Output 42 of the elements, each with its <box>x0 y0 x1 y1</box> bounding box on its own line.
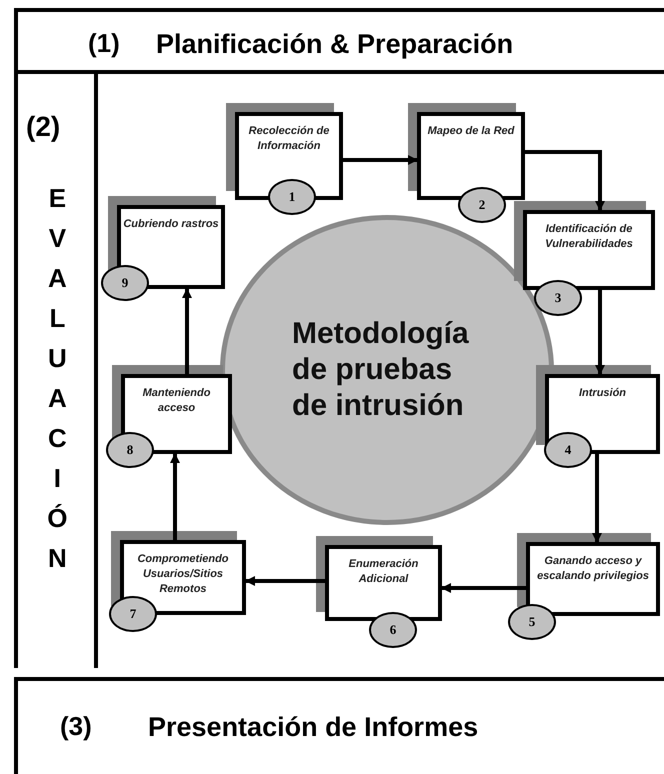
arrow <box>441 583 526 593</box>
step-label: Manteniendo acceso <box>142 386 212 416</box>
arrow <box>595 290 605 375</box>
step-number: 7 <box>130 605 136 624</box>
section-number: (2) <box>26 110 60 144</box>
step-number: 3 <box>554 289 562 308</box>
step-number-badge <box>101 265 149 301</box>
step-number: 9 <box>122 274 128 292</box>
arrow <box>592 454 602 543</box>
step-number-badge <box>109 596 157 632</box>
step-number: 4 <box>564 441 572 460</box>
step-number: 8 <box>126 441 134 460</box>
step-label: Cubriendo rastros <box>123 217 219 232</box>
step-number: 1 <box>288 188 296 206</box>
step-label: Ganando acceso y escalando privilegios <box>536 554 650 584</box>
step-number-badge <box>508 604 556 640</box>
step-number-badge <box>544 432 592 468</box>
step-number: 5 <box>528 613 536 632</box>
step-number-badge <box>369 612 417 648</box>
step-number: 2 <box>478 196 486 214</box>
section-band <box>14 72 98 668</box>
section-number: (1) <box>88 27 120 60</box>
arrow <box>170 453 180 540</box>
step-number-badge <box>106 432 154 468</box>
arrow <box>343 155 418 165</box>
step-label: Mapeo de la Red <box>428 124 514 139</box>
section-number: (3) <box>60 710 92 743</box>
arrow <box>245 576 325 586</box>
section-title: Presentación de Informes <box>148 711 478 744</box>
step-label: Intrusión <box>578 386 626 401</box>
arrow <box>525 150 605 211</box>
section-title: Planificación & Preparación <box>156 28 514 61</box>
step-label: Identificación de Vulnerabilidades <box>544 222 634 252</box>
step-label: Comprometiendo Usuarios/Sitios Remotos <box>136 552 230 597</box>
step-label: Recolección de Información <box>248 124 330 154</box>
section-band <box>14 677 664 774</box>
step-label: Enumeración Adicional <box>348 557 420 587</box>
step-number: 6 <box>390 621 396 640</box>
section-band <box>14 8 664 74</box>
arrow <box>182 288 192 374</box>
central-title: Metodología de pruebas de intrusión <box>292 316 470 424</box>
vertical-section-title: EVALUACIÓN <box>47 182 68 575</box>
